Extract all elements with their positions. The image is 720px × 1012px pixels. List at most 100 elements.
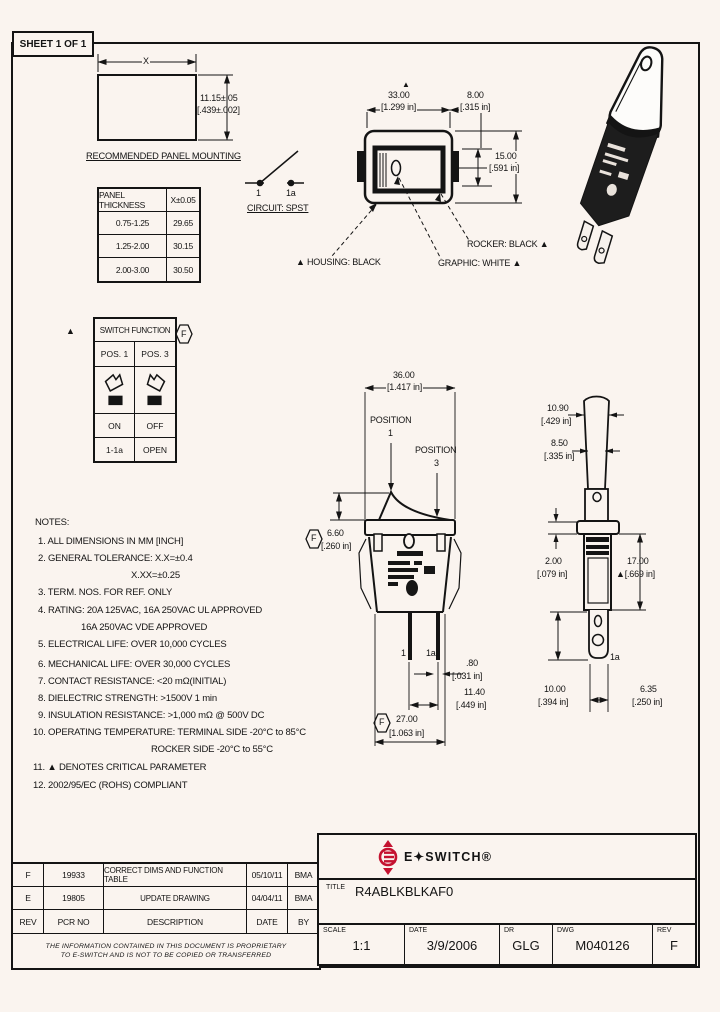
terminal-thickness-in: [.031 in] [452,671,483,681]
drafter-cell: DR GLG [500,925,553,966]
panel-table-cell: 2.00-3.00 [99,258,167,281]
profile-body-mm: 17.00 [627,556,649,566]
circuit-terminal-1a-label: 1a [286,188,296,198]
rocker-color-label: ROCKER: BLACK ▲ [467,239,549,249]
circuit-terminal-1-label: 1 [256,188,261,198]
panel-height-dim-in: [.439±.002] [197,105,240,115]
terminal-1-label: 1 [401,648,406,658]
front-view-drawing [331,107,522,260]
dwg-label: DWG [557,927,575,934]
rev-value: F [670,938,678,953]
note-line: 5. ELECTRICAL LIFE: OVER 10,000 CYCLES [38,639,227,650]
note-line: 6. MECHANICAL LIFE: OVER 30,000 CYCLES [38,659,231,670]
proprietary-disclaimer: THE INFORMATION CONTAINED IN THIS DOCUME… [13,934,319,968]
drafter-value: GLG [512,938,540,953]
profile-terminal-mm: 10.00 [544,684,566,694]
profile-top-in: [.429 in] [541,416,572,426]
profile-mid-mm: 8.50 [551,438,568,448]
switch-function-table: SWITCH FUNCTION POS. 1 POS. 3 ON OFF 1-1… [93,317,177,463]
panel-table-cell: 30.15 [167,235,199,258]
critical-triangle-icon: ▲ [402,80,410,89]
note-line: X.XX=±0.25 [131,570,180,581]
note-line: 7. CONTACT RESISTANCE: <20 mΩ(INITIAL) [38,676,227,687]
note-line: 8. DIELECTRIC STRENGTH: >1500V 1 min [38,693,217,704]
panel-table-cell: 29.65 [167,212,199,235]
drawing-border [11,42,700,968]
position-1-number: 1 [388,428,393,438]
bottom-width-in: [1.417 in] [386,382,424,393]
graphic-color-label: GRAPHIC: WHITE ▲ [438,258,522,268]
note-line: 11. ▲ DENOTES CRITICAL PARAMETER [33,762,207,773]
rev-cell: REV F [653,925,695,966]
note-line: 4. RATING: 20A 125VAC, 16A 250VAC UL APP… [38,605,263,616]
profile-flange-mm: 2.00 [545,556,562,566]
panel-table-header-x: X±0.05 [167,189,199,212]
revision-date: 05/10/11 [247,864,288,886]
terminal-1a-label: 1a [610,652,620,662]
function-table-header: SWITCH FUNCTION [95,319,175,342]
terminal-1a-label: 1a [426,648,436,658]
flag-f-label: F [379,717,385,727]
profile-flange-in: [.079 in] [537,569,568,579]
date-cell: DATE 3/9/2006 [405,925,500,966]
bottom-body-in: [1.063 in] [389,728,425,738]
revision-by: BMA [294,870,313,880]
revision-header-description: DESCRIPTION [104,910,247,933]
disclaimer-line-2: TO E-SWITCH AND IS NOT TO BE COPIED OR T… [60,952,272,959]
revision-table: F 19933 CORRECT DIMS AND FUNCTION TABLE … [11,862,321,970]
part-number-title: R4ABLKBLKAF0 [355,884,454,899]
panel-table-cell: 1.25-2.00 [99,235,167,258]
bottom-body-mm: 27.00 [396,714,418,724]
flag-f-label: F [181,329,187,339]
dwg-value: M040126 [575,938,630,953]
drafter-label: DR [504,927,515,934]
terminal-thickness-mm: .80 [466,658,478,668]
note-line: 16A 250VAC VDE APPROVED [81,622,208,633]
sheet-number-box: SHEET 1 OF 1 [12,31,94,57]
front-width-in: [1.299 in] [380,102,418,113]
scale-value: 1:1 [352,938,371,953]
bottom-width-mm: 36.00 [392,370,416,381]
critical-triangle-icon: ▲ [66,326,75,336]
note-line: 10. OPERATING TEMPERATURE: TERMINAL SIDE… [33,727,306,738]
note-line: 2. GENERAL TOLERANCE: X.X=±0.4 [38,553,193,564]
flag-hexagon-function-table [175,324,193,344]
profile-view-drawing [548,395,646,712]
eswitch-logo-icon [378,840,398,875]
revision-pcr: 19933 [44,864,104,886]
function-state-off: OFF [146,420,164,431]
revision-by: BMA [294,893,313,903]
panel-x-dim-label: X [142,56,150,67]
front-height-mm: 15.00 [494,151,518,162]
isometric-view-drawing [576,46,664,265]
profile-offset-in: [.250 in] [632,697,663,707]
note-line: ROCKER SIDE -20°C to 55°C [151,744,273,755]
note-line: 12. 2002/95/EC (ROHS) COMPLIANT [33,780,188,791]
title-block-logo-row [319,835,695,880]
terminal-pitch-mm: 11.40 [464,687,485,697]
scale-cell: SCALE 1:1 [319,925,405,966]
disclaimer-line-1: THE INFORMATION CONTAINED IN THIS DOCUME… [45,943,287,950]
function-pos3-header: POS. 3 [141,349,169,359]
revision-description: UPDATE DRAWING [104,887,247,909]
title-label: TITLE [326,884,346,891]
revision-letter: F [13,864,44,886]
rev-label: REV [657,927,672,934]
notes-title: NOTES: [35,517,70,528]
note-line: 1. ALL DIMENSIONS IN MM [INCH] [38,536,184,547]
panel-height-dim-mm: 11.15±.05 [200,93,238,103]
date-label: DATE [409,927,428,934]
revision-header-date: DATE [247,910,288,933]
circuit-symbol [245,150,304,187]
sheet-number-label: SHEET 1 OF 1 [19,38,87,50]
date-value: 3/9/2006 [426,938,478,953]
bottom-height-in: [.260 in] [321,541,352,551]
revision-date: 04/04/11 [247,887,288,909]
front-height-in: [.591 in] [488,163,521,174]
front-rocker-in: [.315 in] [459,102,492,113]
note-line: 9. INSULATION RESISTANCE: >1,000 mΩ @ 50… [38,710,265,721]
position-3-label: POSITION [415,445,457,455]
panel-thickness-table: PANEL THICKNESS X±0.05 0.75-1.25 29.65 1… [97,187,201,283]
panel-table-cell: 30.50 [173,264,193,275]
